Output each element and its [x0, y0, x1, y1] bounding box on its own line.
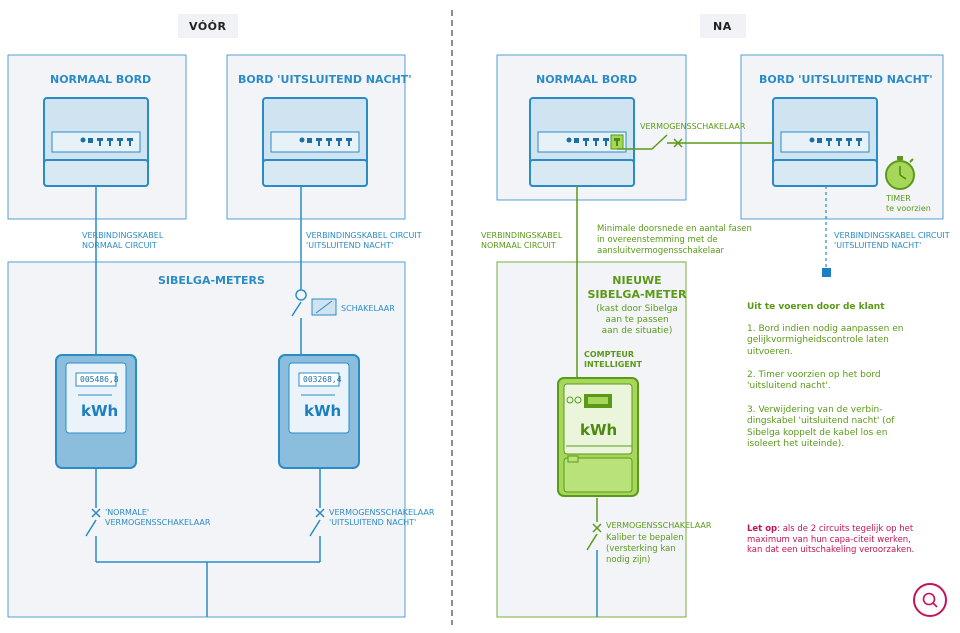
before-cable-normal-line1: VERBINDINGSKABEL — [82, 231, 164, 240]
caliber-line3: nodig zijn) — [606, 555, 651, 565]
warning-note: Let op: als de 2 circuits tegelijk op he… — [747, 524, 917, 556]
bottom-breaker-label: VERMOGENSSCHAKELAAR — [606, 521, 712, 530]
meter2-reading: 003268,4 — [303, 375, 342, 384]
timer-icon — [885, 156, 915, 190]
after-breaker-label: VERMOGENSSCHAKELAAR — [640, 122, 746, 131]
client-item-2: 2. Timer voorzien op het bord 'uitsluite… — [747, 370, 881, 392]
switch-icon — [311, 298, 337, 316]
new-meter-sub-line1: (kast door Sibelga — [596, 304, 678, 314]
search-icon — [922, 592, 938, 608]
header-after: NA — [713, 20, 732, 33]
new-meter-title-line2: SIBELGA-METER — [587, 288, 687, 301]
breaker-normal-line1: 'NORMALE' — [105, 508, 150, 517]
breaker-x-marks — [91, 508, 325, 518]
caliber-line2: (versterking kan — [606, 544, 676, 554]
meter-icon — [278, 354, 360, 469]
meter1-reading: 005486,8 — [80, 375, 119, 384]
breaker-night-line2: 'UITSLUITEND NACHT' — [329, 518, 417, 527]
meter1-kwh: kWh — [81, 402, 119, 420]
before-cable-normal-line2: NORMAAL CIRCUIT — [82, 241, 157, 250]
before-normal-board-title: NORMAAL BORD — [50, 73, 152, 86]
before-night-board-title: BORD 'UITSLUITEND NACHT' — [238, 73, 412, 86]
min-section-line3: aansluitvermogensschakelaar — [597, 246, 725, 256]
timer-label-line2: te voorzien — [886, 204, 931, 213]
timer-label-line1: TIMER — [886, 194, 911, 203]
switchboard-icon — [262, 97, 368, 187]
header-after-box — [700, 14, 746, 38]
client-item-3: 3. Verwijdering van de verbin-dingskabel… — [747, 405, 895, 449]
new-meter-sub-line3: aan de situatie) — [601, 326, 673, 336]
after-normal-board-title: NORMAAL BORD — [536, 73, 638, 86]
new-meter-title-line1: NIEUWE — [612, 274, 662, 287]
warning-bold: Let op — [747, 524, 778, 534]
breaker-night-line1: VERMOGENSSCHAKELAAR — [329, 508, 435, 517]
sibelga-meters-title: SIBELGA-METERS — [158, 274, 265, 287]
after-cable-night-line2: 'UITSLUITEND NACHT' — [834, 241, 922, 250]
before-cable-night-line1: VERBINDINGSKABEL CIRCUIT — [306, 231, 422, 240]
cable-end-marker — [822, 268, 831, 277]
before-cable-night-line2: 'UITSLUITEND NACHT' — [306, 241, 394, 250]
switchboard-icon — [43, 97, 149, 187]
zoom-button[interactable] — [913, 583, 947, 617]
smart-meter-kwh: kWh — [580, 421, 618, 439]
smart-meter-label-line2: INTELLIGENT — [584, 360, 642, 369]
smart-meter-label-line1: COMPTEUR — [584, 350, 635, 359]
after-cable-normal-line1: VERBINDINGSKABEL — [481, 231, 563, 240]
header-before-box — [178, 14, 238, 38]
switchboard-icon — [529, 97, 635, 187]
new-meter-sub-line2: aan te passen — [605, 315, 669, 325]
before-wiring — [85, 186, 321, 617]
meter-icon — [55, 354, 137, 469]
meter2-kwh: kWh — [304, 402, 342, 420]
caliber-line1: Kaliber te bepalen — [606, 533, 684, 543]
header-before: VÓÓR — [189, 20, 227, 33]
client-item-1: 1. Bord indien nodig aanpassen en gelijk… — [747, 324, 904, 357]
switchboard-icon — [772, 97, 878, 187]
switch-label: SCHAKELAAR — [341, 304, 395, 313]
after-x-marks — [592, 138, 683, 533]
after-green-wiring — [576, 134, 773, 551]
client-title: Uit te voeren door de klant — [747, 302, 885, 312]
min-section-line1: Minimale doorsnede en aantal fasen — [597, 224, 752, 234]
breaker-normal-line2: VERMOGENSSCHAKELAAR — [105, 518, 211, 527]
min-section-line2: in overeenstemming met de — [597, 235, 718, 245]
after-cable-normal-line2: NORMAAL CIRCUIT — [481, 241, 556, 250]
after-cable-night-line1: VERBINDINGSKABEL CIRCUIT — [834, 231, 950, 240]
smart-meter-icon — [557, 377, 639, 497]
warning-text: : als de 2 circuits tegelijk op het maxi… — [747, 524, 915, 556]
after-night-board-title: BORD 'UITSLUITEND NACHT' — [759, 73, 933, 86]
